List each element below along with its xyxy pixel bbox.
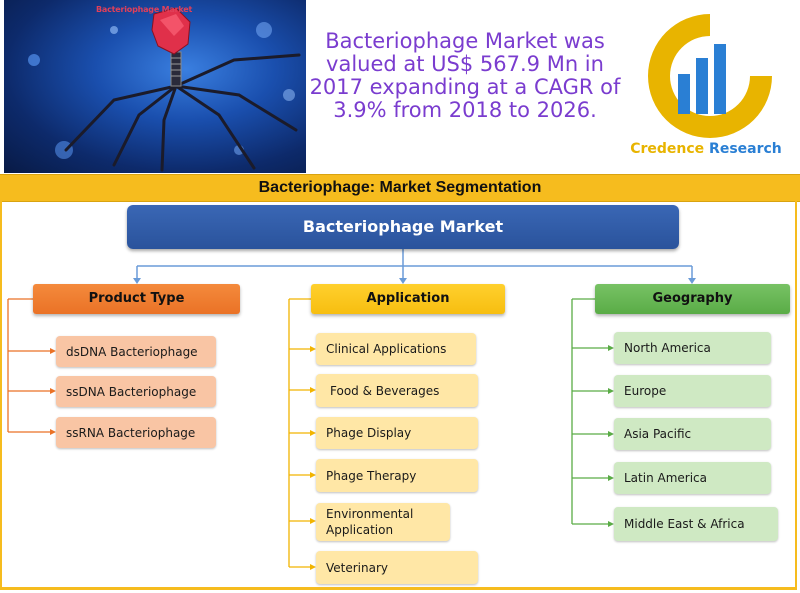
- segmentation-frame: [0, 201, 797, 590]
- leaf-ssdna-bacteriophage: ssDNA Bacteriophage: [56, 376, 216, 407]
- credence-research-logo: [630, 6, 790, 166]
- leaf-middle-east-africa: Middle East & Africa: [614, 507, 778, 541]
- market-headline: Bacteriophage Market was valued at US$ 5…: [309, 29, 621, 122]
- hero-title: Bacteriophage Market: [96, 5, 193, 14]
- leaf-north-america: North America: [614, 332, 771, 364]
- category-geography: Geography: [595, 284, 790, 314]
- leaf-ssrna-bacteriophage: ssRNA Bacteriophage: [56, 417, 216, 448]
- category-product-type: Product Type: [33, 284, 240, 314]
- leaf-phage-display: Phage Display: [316, 417, 478, 449]
- logo-word-credence: Credence: [630, 141, 705, 157]
- leaf-food-beverages: Food & Beverages: [316, 374, 478, 407]
- category-application: Application: [311, 284, 505, 314]
- logo-wordmark: Credence Research: [626, 141, 786, 157]
- bacteriophage-hero-image: [4, 0, 306, 173]
- leaf-dsdna-bacteriophage: dsDNA Bacteriophage: [56, 336, 216, 367]
- leaf-clinical-applications: Clinical Applications: [316, 333, 476, 365]
- leaf-europe: Europe: [614, 375, 771, 407]
- root-node-bacteriophage-market: Bacteriophage Market: [127, 205, 679, 249]
- leaf-environmental-application: Environmental Application: [316, 503, 450, 541]
- segmentation-banner: Bacteriophage: Market Segmentation: [0, 174, 800, 202]
- leaf-veterinary: Veterinary: [316, 551, 478, 584]
- leaf-phage-therapy: Phage Therapy: [316, 459, 478, 492]
- logo-word-research: Research: [709, 141, 782, 157]
- leaf-asia-pacific: Asia Pacific: [614, 418, 771, 450]
- leaf-latin-america: Latin America: [614, 462, 771, 494]
- logo-mark-icon: [648, 14, 772, 138]
- bacteriophage-illustration: [28, 7, 301, 172]
